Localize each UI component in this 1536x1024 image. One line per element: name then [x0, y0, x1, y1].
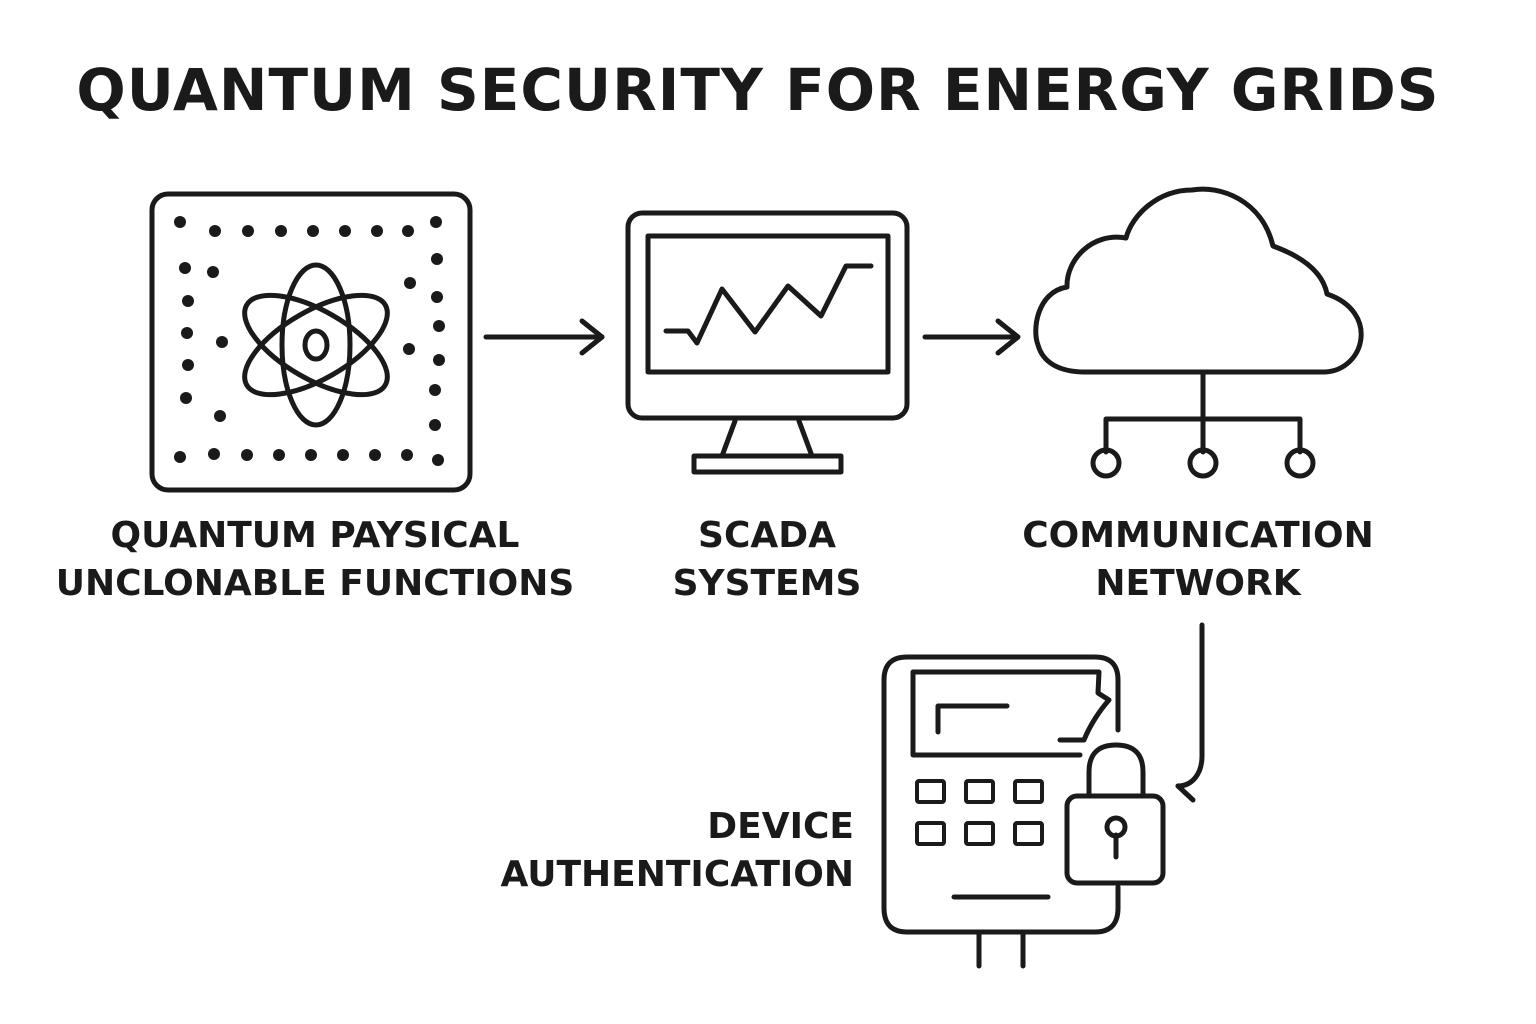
scada-label-line1: SCADA — [698, 515, 836, 556]
chip-dot — [431, 253, 443, 265]
chip-dot — [402, 225, 414, 237]
chip-dot — [182, 295, 194, 307]
chip-dot — [429, 384, 441, 396]
chip-dot — [404, 277, 416, 289]
chip-dot — [433, 354, 445, 366]
chip-dot — [207, 266, 219, 278]
auth-label-line1: DEVICE — [707, 806, 854, 847]
chip-dot — [214, 410, 226, 422]
chip-dot — [369, 449, 381, 461]
qpuf-label-line2: UNCLONABLE FUNCTIONS — [55, 563, 575, 604]
chip-dot — [307, 225, 319, 237]
scada-label: SCADA SYSTEMS — [617, 512, 917, 608]
chip-dot — [241, 449, 253, 461]
arrow-qpuf-to-scada — [483, 318, 605, 356]
comm-label: COMMUNICATION NETWORK — [1000, 512, 1396, 608]
chip-dot — [403, 343, 415, 355]
qpuf-label: QUANTUM PAYSICAL UNCLONABLE FUNCTIONS — [40, 512, 590, 608]
chip-dot — [182, 359, 194, 371]
chip-dot — [275, 225, 287, 237]
comm-label-line1: COMMUNICATION — [1022, 515, 1374, 556]
chip-dot — [179, 262, 191, 274]
scada-label-line2: SYSTEMS — [672, 563, 862, 604]
chip-dot — [337, 449, 349, 461]
chip-dot — [180, 392, 192, 404]
chip-dot — [371, 225, 383, 237]
cloud-network-icon — [1033, 186, 1364, 479]
chip-dot — [273, 449, 285, 461]
chip-dot — [216, 336, 228, 348]
chip-dot — [433, 320, 445, 332]
chip-dot — [174, 451, 186, 463]
chip-dot — [430, 216, 442, 228]
diagram-title: QUANTUM SECURITY FOR ENERGY GRIDS — [76, 56, 1440, 124]
chip-dot — [401, 449, 413, 461]
chip-dot — [208, 448, 220, 460]
chip-dot — [174, 216, 186, 228]
auth-label-line2: AUTHENTICATION — [500, 854, 854, 895]
auth-label: DEVICE AUTHENTICATION — [430, 803, 854, 899]
chip-dot-pattern — [174, 216, 445, 466]
padlock-icon — [1064, 742, 1166, 886]
chip-dot — [432, 454, 444, 466]
qpuf-label-line1: QUANTUM PAYSICAL — [110, 515, 520, 556]
arrow-comm-to-auth — [1175, 622, 1205, 803]
atom-icon — [242, 262, 390, 428]
chip-dot — [339, 225, 351, 237]
comm-label-line2: NETWORK — [1095, 563, 1301, 604]
arrow-scada-to-comm — [922, 318, 1021, 356]
chip-dot — [209, 225, 221, 237]
chip-dot — [181, 327, 193, 339]
monitor-chart-icon — [625, 210, 910, 475]
keypad-icon — [915, 779, 1044, 846]
chip-dot — [305, 449, 317, 461]
quantum-atom-chip-icon — [149, 191, 473, 493]
chip-dot — [431, 291, 443, 303]
chip-dot — [242, 225, 254, 237]
smart-meter-lock-icon — [881, 654, 1166, 969]
chip-dot — [429, 419, 441, 431]
